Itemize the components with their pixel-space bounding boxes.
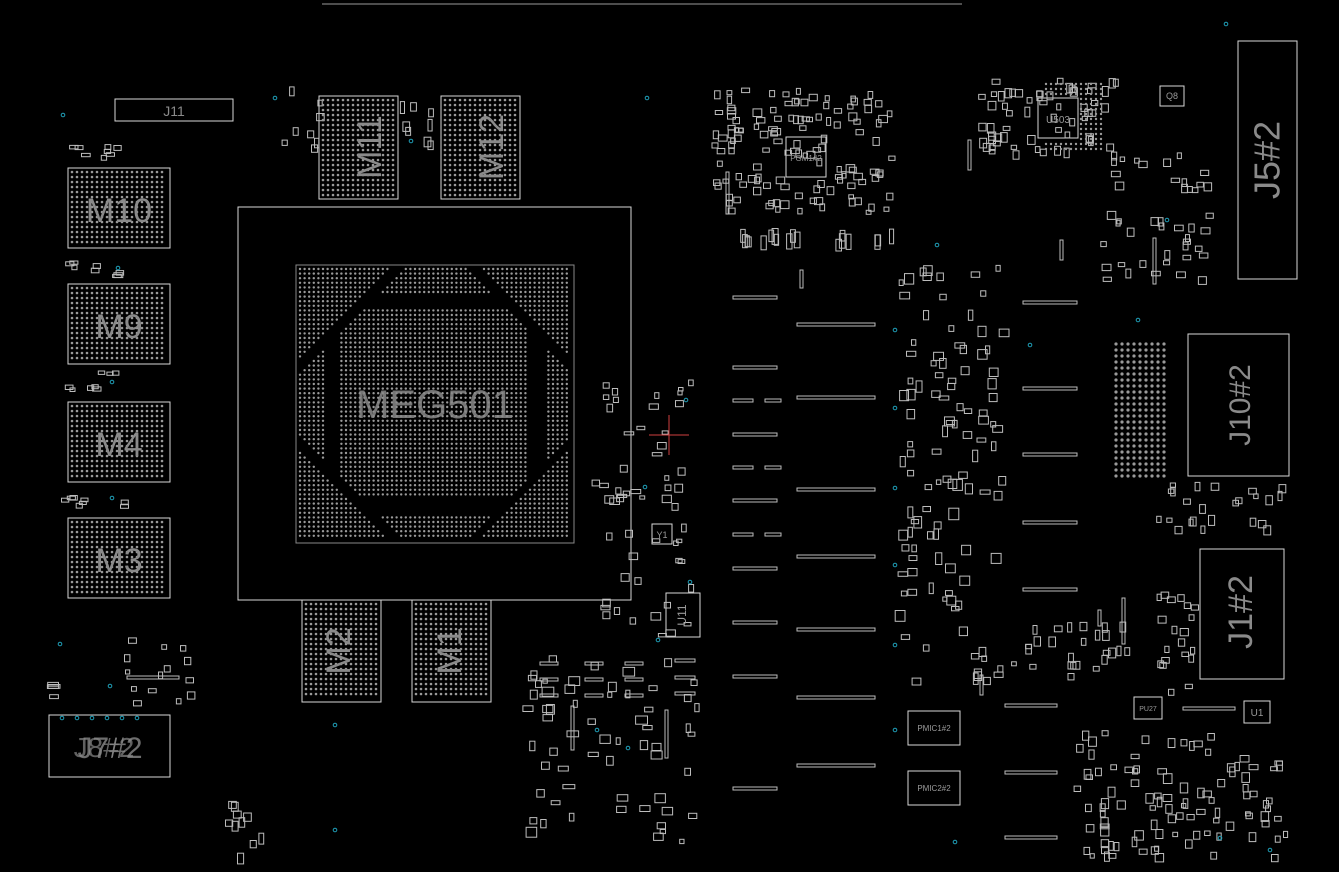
u1-part[interactable] <box>1243 700 1271 724</box>
q8-label: Q8 <box>1166 91 1178 101</box>
u503-label: U503 <box>1046 115 1070 126</box>
meg501-bga-area <box>295 264 575 544</box>
pu27-part[interactable] <box>1133 696 1163 720</box>
u503-ic[interactable] <box>1037 97 1079 139</box>
m9-label: M9 <box>95 308 142 346</box>
j10-label: J10#2 <box>1224 364 1257 446</box>
pmic1-ic[interactable] <box>907 710 961 746</box>
m3-chip[interactable] <box>67 517 171 599</box>
pcb-pads-layer <box>46 77 1289 865</box>
j5-label: J5#2 <box>1247 121 1288 199</box>
m4-chip[interactable] <box>67 401 171 483</box>
m10-label: M10 <box>86 192 152 230</box>
bga-balls-layer <box>70 82 1166 696</box>
j1-label: J1#2 <box>1222 575 1260 649</box>
y1-crystal[interactable] <box>651 523 673 545</box>
pu27-label: PU27 <box>1139 706 1157 713</box>
y1-label: Y1 <box>656 530 667 540</box>
crosshair-cursor <box>649 415 689 455</box>
m2-chip[interactable] <box>301 599 382 703</box>
m4-label: M4 <box>95 426 142 464</box>
m10-chip[interactable] <box>67 167 171 249</box>
pmic2-label: PMIC2#2 <box>917 784 951 793</box>
j10-connector[interactable] <box>1187 333 1290 477</box>
m11-label: M11 <box>351 115 389 179</box>
pgm1-ic[interactable] <box>785 136 827 178</box>
m1-chip[interactable] <box>411 599 492 703</box>
j7-label: J7#2 <box>77 732 142 765</box>
meg501-label: MEG501 <box>356 383 514 427</box>
j5-connector[interactable] <box>1237 40 1298 280</box>
j11-connector[interactable] <box>114 98 234 122</box>
j1-connector[interactable] <box>1199 548 1285 680</box>
u11-label: U11 <box>675 604 689 625</box>
pmic1-label: PMIC1#2 <box>917 724 951 733</box>
j8-label: J8#2 <box>74 732 135 763</box>
j7-j8-connector[interactable] <box>48 714 171 778</box>
u1-label: U1 <box>1251 708 1264 719</box>
q8-part[interactable] <box>1159 85 1185 107</box>
vias-layer <box>57 21 1273 853</box>
u11-ic[interactable] <box>665 592 701 638</box>
m12-label: M12 <box>473 114 511 180</box>
m2-label: M2 <box>320 627 358 674</box>
j11-label: J11 <box>163 103 185 119</box>
pgm1-label: PGM1#2 <box>790 154 822 163</box>
m3-label: M3 <box>95 542 142 580</box>
m1-label: M1 <box>431 627 469 674</box>
m12-chip[interactable] <box>440 95 521 200</box>
pmic2-ic[interactable] <box>907 770 961 806</box>
m9-chip[interactable] <box>67 283 171 365</box>
